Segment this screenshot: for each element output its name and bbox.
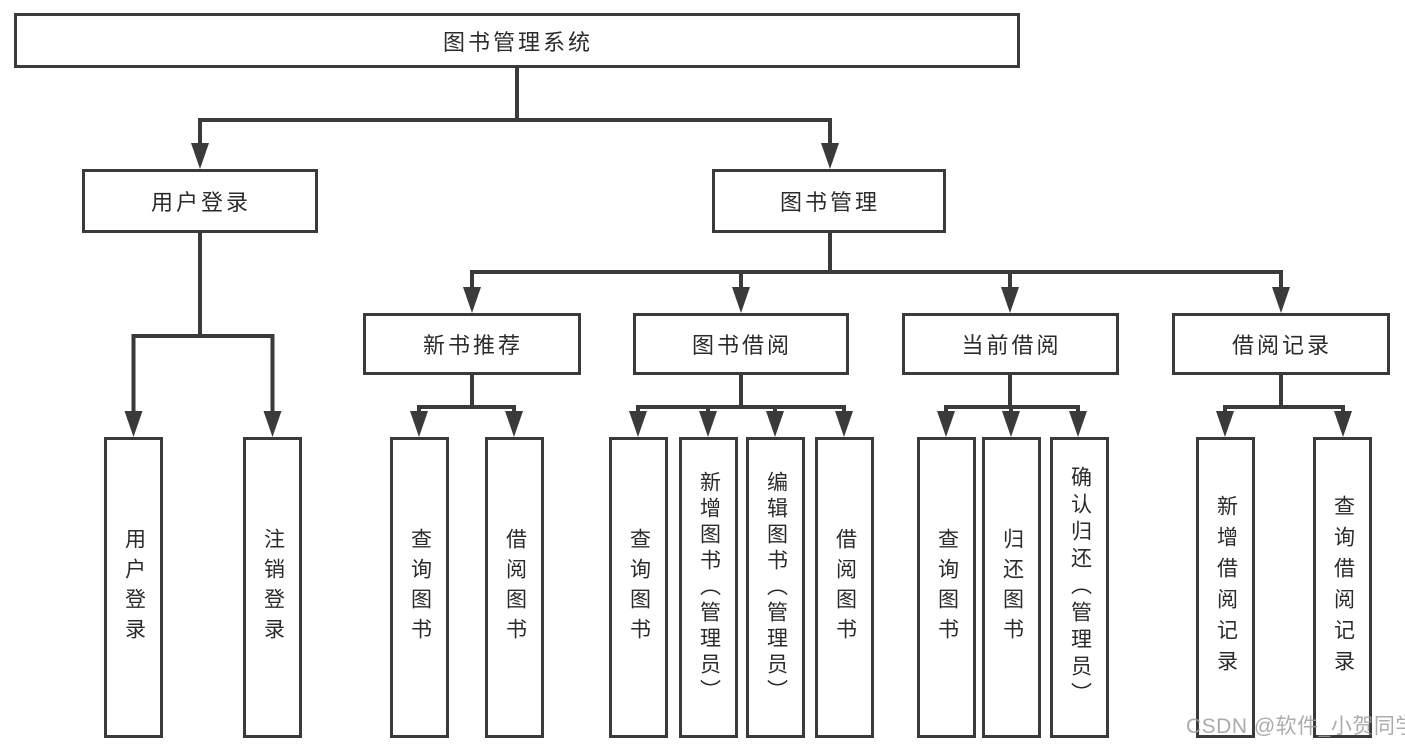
- node-label: 当前借阅: [961, 333, 1062, 358]
- node-library-management-system: 图书管理系统: [14, 13, 1020, 68]
- node-label: 编辑图书（管理员）: [764, 470, 788, 705]
- node-add-borrow-record: 新增借阅记录: [1196, 437, 1255, 738]
- node-label: 查询图书: [935, 527, 959, 648]
- node-confirm-return-admin: 确认归还（管理员）: [1050, 437, 1109, 738]
- node-query-borrow-record: 查询借阅记录: [1313, 437, 1372, 738]
- node-label: 查询借阅记录: [1331, 494, 1355, 681]
- node-label: 新增图书（管理员）: [697, 470, 721, 705]
- node-query-books-borrow: 查询图书: [609, 437, 668, 738]
- node-label: 归还图书: [1000, 527, 1024, 648]
- node-label: 查询图书: [408, 527, 432, 648]
- node-label: 用户登录: [122, 527, 146, 648]
- node-user-login-leaf: 用户登录: [104, 437, 163, 738]
- node-label: 图书管理系统: [442, 29, 593, 55]
- node-return-book: 归还图书: [982, 437, 1041, 738]
- node-label: 图书借阅: [691, 333, 792, 358]
- node-label: 新书推荐: [422, 333, 523, 358]
- node-label: 用户登录: [150, 190, 251, 215]
- node-label: 借阅图书: [833, 527, 857, 648]
- node-label: 查询图书: [627, 527, 651, 648]
- node-book-borrowing: 图书借阅: [633, 313, 849, 375]
- csdn-watermark: CSDN @软件_小贺同学: [1186, 715, 1405, 738]
- node-query-books-current: 查询图书: [917, 437, 976, 738]
- node-borrowing-records: 借阅记录: [1172, 313, 1390, 375]
- node-label: 借阅图书: [503, 527, 527, 648]
- node-label: 图书管理: [779, 190, 880, 215]
- node-logout-leaf: 注销登录: [243, 437, 302, 738]
- node-new-book-recommendation: 新书推荐: [363, 313, 581, 375]
- node-query-books-recommend: 查询图书: [390, 437, 449, 738]
- node-user-login: 用户登录: [82, 169, 318, 233]
- node-label: 注销登录: [261, 527, 285, 648]
- node-borrow-books-leaf: 借阅图书: [815, 437, 874, 738]
- node-label: 借阅记录: [1231, 333, 1332, 358]
- node-label: 确认归还（管理员）: [1068, 466, 1092, 709]
- node-label: 新增借阅记录: [1214, 494, 1238, 681]
- node-current-borrowing: 当前借阅: [902, 313, 1119, 375]
- node-book-management: 图书管理: [712, 169, 946, 233]
- node-edit-book-admin: 编辑图书（管理员）: [746, 437, 805, 738]
- node-add-book-admin: 新增图书（管理员）: [679, 437, 738, 738]
- node-borrow-books-recommend: 借阅图书: [485, 437, 544, 738]
